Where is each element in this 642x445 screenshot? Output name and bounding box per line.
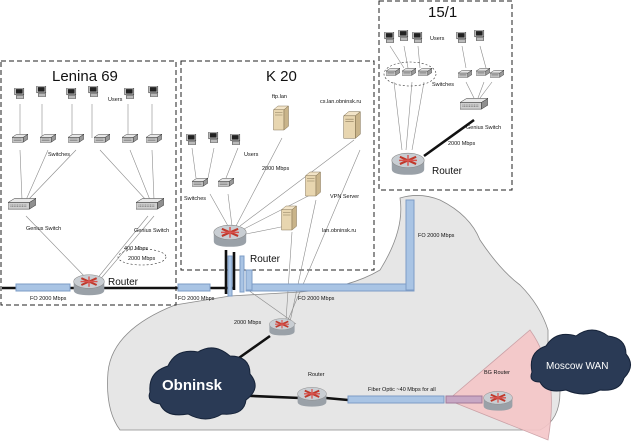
switch-icon	[476, 68, 490, 76]
obninsk-cloud: Obninsk	[148, 347, 256, 420]
thin-links	[19, 45, 493, 325]
link-label-2000-151: 2000 Mbps	[448, 141, 475, 147]
router-label-lenina: Router	[108, 277, 139, 288]
dashed-ellipse	[383, 61, 437, 87]
genius-switch-label-lenina-2: Genius Switch	[134, 228, 169, 234]
server-icon-ftp	[273, 105, 289, 131]
pc-icon	[36, 86, 47, 97]
switch-icon	[40, 134, 56, 143]
server-label-cs: cs.lan.obninsk.ru	[320, 99, 361, 105]
pc-icon	[474, 30, 485, 41]
genius-switch-icon	[460, 98, 488, 110]
switch-icon	[12, 134, 28, 143]
fiber-links	[15, 199, 483, 404]
pc-icon	[124, 88, 135, 99]
pc-icon	[88, 86, 99, 97]
server-icon-vpn	[305, 171, 321, 197]
router-icon	[212, 224, 248, 248]
site-box-k20	[180, 60, 375, 271]
bg-router-label: BG Router	[484, 370, 510, 376]
router-icon	[296, 386, 328, 408]
switch-icon	[218, 178, 234, 187]
switch-icon	[490, 70, 504, 78]
genius-switch-label-151: Genius Switch	[466, 125, 501, 131]
link-label-2000-bottom: 2000 Mbps	[234, 320, 261, 326]
site-box-lenina	[0, 60, 177, 306]
link-label-fo-1: FO 2000 Mbps	[30, 296, 67, 302]
router-icon	[390, 152, 426, 176]
users-label-151: Users	[430, 36, 445, 42]
server-label-vpn: VPN Server	[330, 194, 359, 200]
switch-icon	[94, 134, 110, 143]
genius-switch-icon	[8, 198, 36, 210]
genius-switch-icon	[136, 198, 164, 210]
pc-icon	[456, 32, 467, 43]
router-icon	[72, 273, 106, 297]
switches-label-k20: Switches	[184, 196, 206, 202]
bg-router-icon	[482, 390, 514, 412]
pc-icon	[398, 30, 409, 41]
site-title-k20: K 20	[266, 68, 297, 85]
link-label-2000-k20: 2000 Mbps	[262, 166, 289, 172]
site-title-lenina: Lenina 69	[52, 68, 118, 85]
pc-icon	[148, 86, 159, 97]
cloud-label-moscow: Moscow WAN	[546, 361, 608, 372]
pc-icon	[412, 32, 423, 43]
link-label-fo-4: FO 2000 Mbps	[418, 233, 455, 239]
site-box-151	[378, 0, 513, 191]
switch-icon	[402, 68, 416, 76]
link-label-fo-3: FO 2000 Mbps	[298, 296, 335, 302]
server-label-ftp: ftp.lan	[272, 94, 287, 100]
link-label-2000-lenina: 2000 Mbps	[128, 256, 155, 262]
link-label-fo-2: FO 2000 Mbps	[178, 296, 215, 302]
switches-label-lenina: Switches	[48, 152, 70, 158]
switch-icon	[458, 70, 472, 78]
pc-icon	[230, 134, 241, 145]
link-label-fiber-optic: Fiber Optic ~40 Mbps for all	[368, 387, 436, 393]
dashed-ellipse	[117, 248, 167, 266]
pc-icon	[186, 134, 197, 145]
switch-icon	[146, 134, 162, 143]
moscow-cloud: Moscow WAN	[530, 329, 631, 395]
switch-icon	[192, 178, 208, 187]
pc-icon	[14, 88, 25, 99]
cloud-label-obninsk: Obninsk	[162, 377, 223, 394]
switch-icon	[418, 68, 432, 76]
site-title-151: 15/1	[428, 4, 457, 21]
server-label-lan: lan.obninsk.ru	[322, 228, 356, 234]
switch-icon	[68, 134, 84, 143]
router-label-151: Router	[432, 166, 463, 177]
server-icon-cs	[343, 111, 361, 139]
router-icon	[268, 317, 296, 337]
pc-icon	[208, 132, 219, 143]
users-label-lenina: Users	[108, 97, 123, 103]
switch-icon	[122, 134, 138, 143]
switch-icon	[386, 68, 400, 76]
genius-switch-label-lenina-1: Genius Switch	[26, 226, 61, 232]
pc-icon	[384, 32, 395, 43]
router-label-k20: Router	[250, 254, 281, 265]
users-label-k20: Users	[244, 152, 259, 158]
router-label-bottom: Router	[308, 372, 325, 378]
server-icon-lan	[281, 205, 297, 231]
pc-icon	[66, 88, 77, 99]
switches-label-151: Switches	[432, 82, 454, 88]
